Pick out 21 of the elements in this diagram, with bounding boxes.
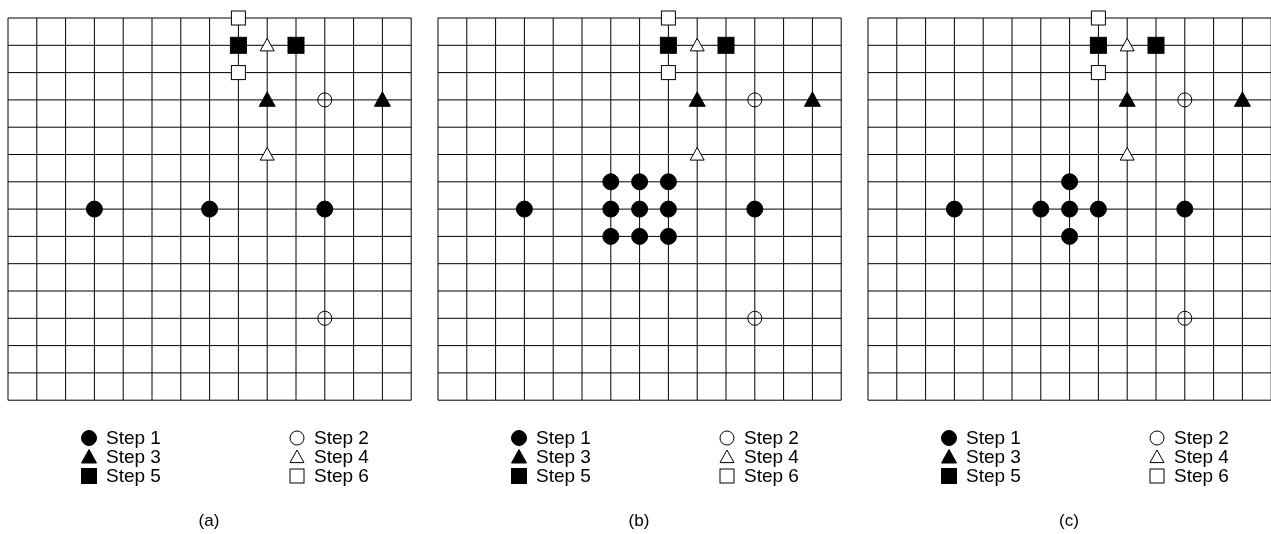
legend-label: Step 5 xyxy=(966,466,1021,486)
legend-label: Step 5 xyxy=(106,466,161,486)
legend-label: Step 4 xyxy=(744,447,799,467)
legend-label: Step 1 xyxy=(536,428,591,448)
legend-label: Step 6 xyxy=(744,466,799,486)
legend-label: Step 3 xyxy=(106,447,161,467)
panel-label: (b) xyxy=(627,511,651,531)
legend-label: Step 2 xyxy=(1174,428,1229,448)
panel-label: (a) xyxy=(197,511,221,531)
legend-label: Step 6 xyxy=(314,466,369,486)
panel-label: (c) xyxy=(1058,511,1080,531)
legend-label: Step 4 xyxy=(1174,447,1229,467)
legend-label: Step 4 xyxy=(314,447,369,467)
legend-label: Step 5 xyxy=(536,466,591,486)
legend-label: Step 2 xyxy=(314,428,369,448)
legend-label: Step 6 xyxy=(1174,466,1229,486)
legend-label: Step 1 xyxy=(106,428,161,448)
legend-label: Step 1 xyxy=(966,428,1021,448)
legend-label: Step 3 xyxy=(536,447,591,467)
legend-label: Step 3 xyxy=(966,447,1021,467)
legend-label: Step 2 xyxy=(744,428,799,448)
